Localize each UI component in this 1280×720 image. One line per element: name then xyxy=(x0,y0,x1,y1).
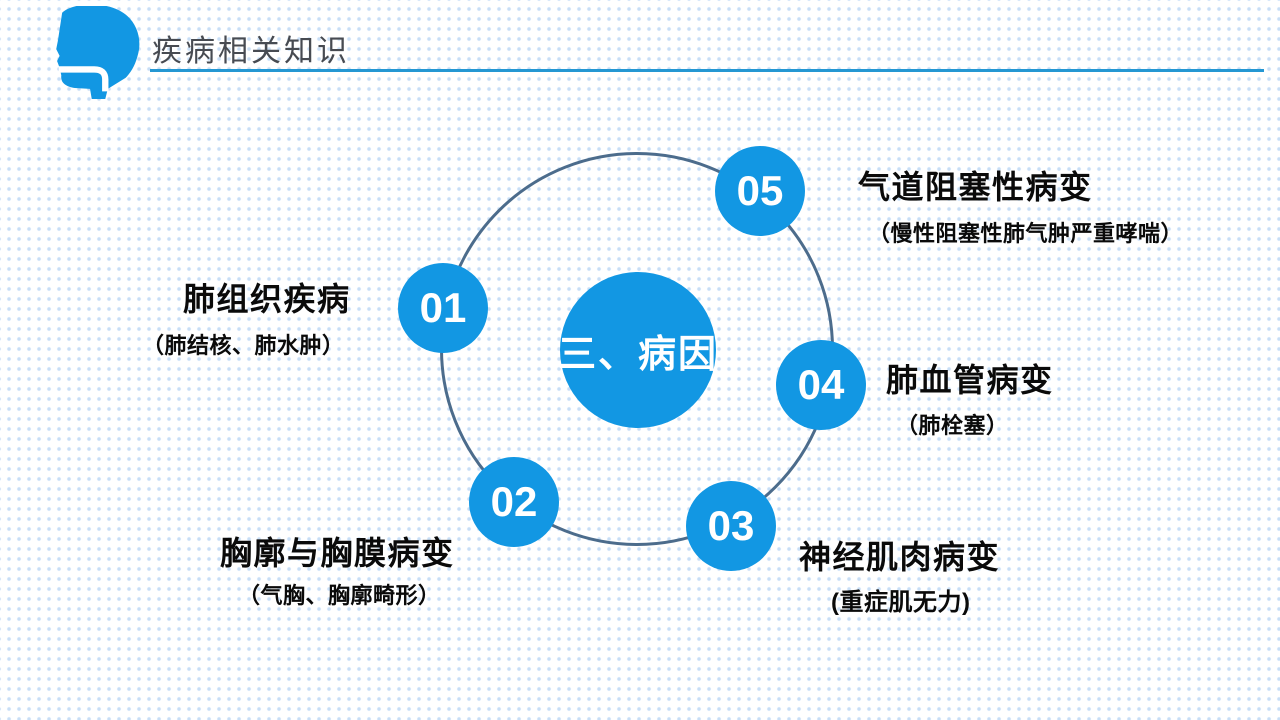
step-circle-03: 03 xyxy=(686,481,776,571)
page-title: 疾病相关知识 xyxy=(152,35,350,68)
item-01-title: 肺组织疾病 xyxy=(183,281,351,317)
step-circle-04: 04 xyxy=(776,340,866,430)
title-underline xyxy=(150,69,1264,72)
item-04-title: 肺血管病变 xyxy=(886,362,1054,398)
step-circle-02: 02 xyxy=(469,457,559,547)
step-circle-05: 05 xyxy=(715,146,805,236)
center-topic-label: 三、病因 xyxy=(558,333,719,376)
item-05-title: 气道阻塞性病变 xyxy=(858,169,1093,205)
item-04-subtitle: （肺栓塞） xyxy=(896,413,1009,438)
item-01-subtitle: （肺结核、肺水肿） xyxy=(142,333,345,358)
item-03-subtitle: (重症肌无力) xyxy=(831,589,971,616)
item-02-title: 胸廓与胸膜病变 xyxy=(220,535,455,571)
center-topic-circle: 三、病因 xyxy=(558,272,719,428)
item-02-subtitle: （气胸、胸廓畸形） xyxy=(238,583,441,608)
item-03-title: 神经肌肉病变 xyxy=(799,539,1001,575)
head-throat-icon xyxy=(56,4,141,99)
item-05-subtitle: （慢性阻塞性肺气肿严重哮喘） xyxy=(868,221,1184,246)
step-circle-01: 01 xyxy=(398,263,488,353)
